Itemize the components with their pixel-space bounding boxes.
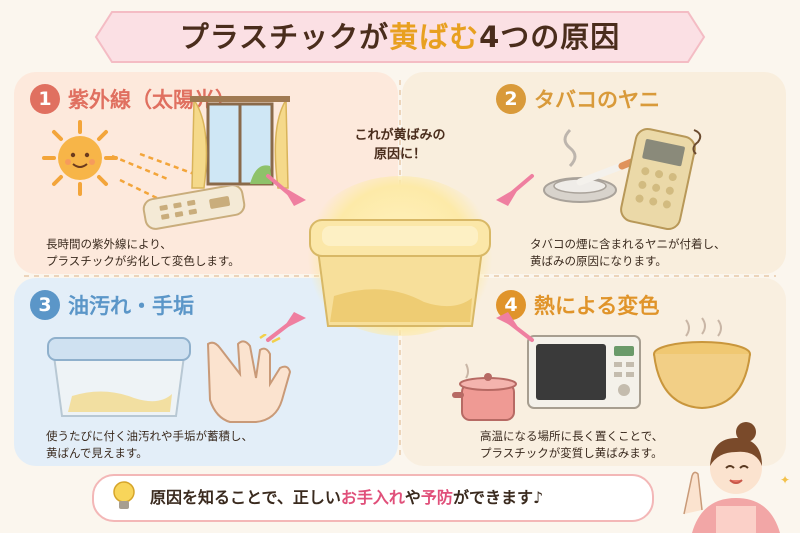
section-4-heading: 4 熱による変色 <box>496 290 659 320</box>
remote-control-yellowed-icon <box>620 128 702 230</box>
remote-control-icon <box>142 186 246 230</box>
section-1-description: 長時間の紫外線により、 プラスチックが劣化して変色します。 <box>46 237 240 268</box>
section-3-description: 使うたびに付く油汚れや手垢が蓄積し、 黄ばんで見えます。 <box>46 429 253 460</box>
bottom-message: 原因を知ることで、正しいお手入れや予防ができます♪ <box>150 488 544 507</box>
center-callout: これが黄ばみの 原因に！ <box>354 128 446 162</box>
title-ribbon <box>94 11 706 63</box>
section-2-description: タバコの煙に含まれるヤニが付着し、 黄ばみの原因になります。 <box>530 237 726 268</box>
page-title: プラスチックが黄ばむ4つの原因 <box>179 20 621 54</box>
bottom-message-bar <box>92 474 654 522</box>
section-1-number: 1 <box>30 84 60 114</box>
sun-icon <box>42 120 118 196</box>
section-4-description: 高温になる場所に長く置くことで、 プラスチックが変質し黄ばみます。 <box>480 429 664 460</box>
hand-icon <box>206 334 292 423</box>
bowl-icon <box>653 317 751 410</box>
food-container-icon <box>47 337 191 417</box>
microwave-icon <box>527 335 641 409</box>
section-3-title: 油汚れ・手垢 <box>68 294 194 318</box>
pot-icon <box>452 363 517 421</box>
window-icon <box>190 96 290 189</box>
section-4-title: 熱による変色 <box>534 294 660 318</box>
svg-text:✦: ✦ <box>780 473 790 487</box>
lightbulb-icon <box>113 481 135 509</box>
woman-character-icon: ✦ <box>683 422 790 533</box>
section-2-title: タバコのヤニ <box>534 88 660 112</box>
section-2-number: 2 <box>496 84 526 114</box>
yellowed-container-icon <box>309 219 491 327</box>
section-4-number: 4 <box>496 290 526 320</box>
section-2-heading: 2 タバコのヤニ <box>496 84 660 114</box>
ashtray-icon <box>543 128 638 203</box>
section-3-heading: 3 油汚れ・手垢 <box>30 290 194 320</box>
section-3-number: 3 <box>30 290 60 320</box>
